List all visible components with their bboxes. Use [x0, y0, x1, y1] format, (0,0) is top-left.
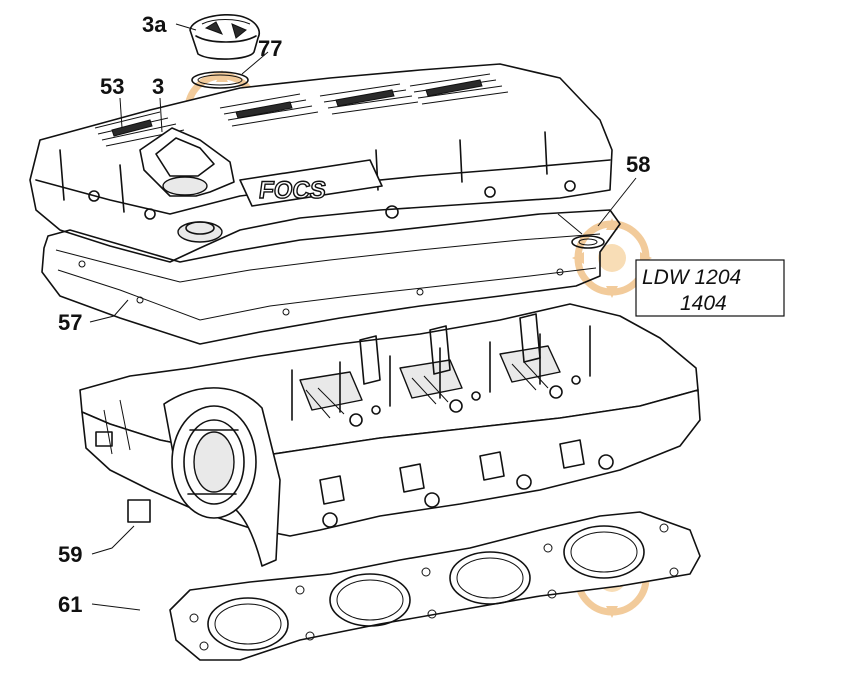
filler-cap-3a [189, 14, 260, 60]
seal-58 [571, 235, 605, 249]
filler-cap-3 [139, 127, 235, 197]
model-box: LDW 1204 1404 [635, 259, 785, 317]
head-internals [291, 313, 591, 427]
callout-77: 77 [258, 36, 282, 61]
callout-61: 61 [58, 592, 82, 617]
valve-cover-53: FOCS [29, 63, 613, 263]
gasket-bolt-holes [189, 523, 679, 651]
callout-59: 59 [58, 542, 82, 567]
callout-labels: 3a 77 53 3 58 57 59 61 [58, 12, 650, 617]
watermark-logo-2 [572, 218, 652, 298]
callout-57: 57 [58, 310, 82, 335]
leader-lines [89, 23, 637, 611]
head-gasket-61 [169, 511, 701, 661]
cover-logo: FOCS [257, 177, 327, 204]
callout-58: 58 [626, 152, 650, 177]
o-ring-77 [191, 71, 249, 89]
model-line-2: 1404 [680, 292, 727, 315]
model-line-1: LDW 1204 [642, 266, 741, 289]
callout-53: 53 [100, 74, 124, 99]
callout-3a: 3a [142, 12, 167, 37]
cover-fins [94, 73, 509, 147]
callout-3: 3 [152, 74, 164, 99]
cover-gasket-57 [41, 209, 621, 345]
cylinder-head [79, 303, 701, 567]
